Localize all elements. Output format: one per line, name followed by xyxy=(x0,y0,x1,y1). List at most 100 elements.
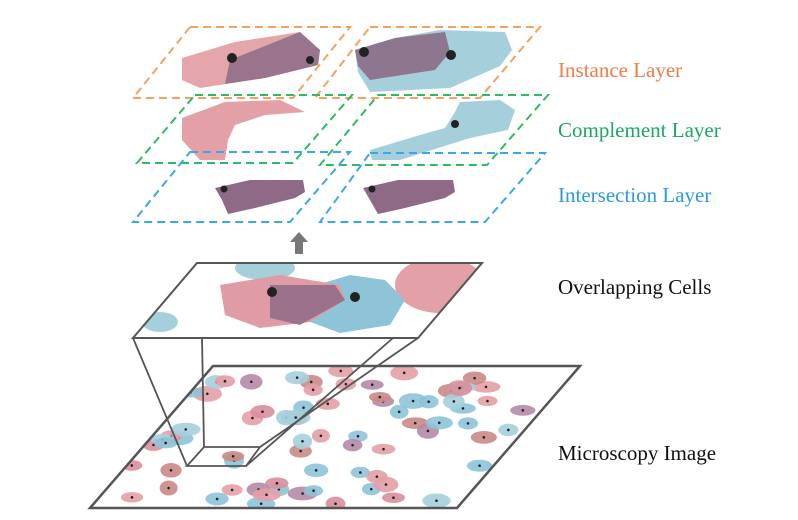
cell-nucleus xyxy=(334,502,337,506)
cell-nucleus xyxy=(215,497,219,501)
cell-nucleus xyxy=(437,421,441,425)
cell-nucleus xyxy=(402,371,406,375)
instance-layer-frame-left xyxy=(130,26,353,99)
cell-nucleus xyxy=(265,493,268,497)
cell-nucleus xyxy=(223,379,227,383)
cell-nucleus xyxy=(426,429,430,433)
cell-nucleus xyxy=(356,434,360,438)
cell-nucleus xyxy=(359,471,362,474)
cell-nucleus xyxy=(227,53,237,63)
cell-nucleus xyxy=(311,388,315,392)
cell-nucleus xyxy=(392,496,395,500)
intersection-layer-frame-left xyxy=(130,151,353,223)
cell-nucleus xyxy=(301,439,304,443)
intersection-layer-frame-right xyxy=(318,152,548,223)
cell-nucleus xyxy=(359,47,369,57)
cell-nucleus xyxy=(231,454,235,458)
complement-cell-blue xyxy=(370,100,515,160)
cell-nucleus xyxy=(306,56,314,64)
cell-nucleus xyxy=(458,386,461,390)
up-arrow-icon xyxy=(290,232,308,254)
cell-nucleus xyxy=(167,486,170,490)
complement-layer-label: Complement Layer xyxy=(558,118,721,142)
intersection-layer xyxy=(130,151,548,223)
cell-nucleus xyxy=(326,402,330,406)
cell-nucleus xyxy=(413,421,417,425)
cell-nucleus xyxy=(411,399,415,403)
cell-nucleus xyxy=(259,502,263,506)
cell-nucleus xyxy=(452,400,456,403)
cell-nucleus xyxy=(206,392,209,396)
cell-nucleus xyxy=(299,449,302,453)
instance-layer xyxy=(130,26,543,99)
complement-cell-pink xyxy=(182,100,305,160)
cell-nucleus xyxy=(152,443,155,447)
cell-nucleus xyxy=(350,292,360,302)
zoom-connector xyxy=(132,337,419,467)
cell-nucleus xyxy=(267,287,277,297)
cell-nucleus xyxy=(397,410,401,414)
cell-nucleus xyxy=(309,380,313,384)
zoom-region-box xyxy=(184,446,262,467)
cell-nucleus xyxy=(368,185,376,193)
cell-nucleus xyxy=(375,475,379,478)
cell-nucleus xyxy=(230,488,234,492)
cell-nucleus xyxy=(130,464,134,467)
cell-nucleus xyxy=(486,399,489,403)
cell-nucleus xyxy=(302,406,305,409)
cell-nucleus xyxy=(251,416,254,420)
intersection-cell-left xyxy=(215,180,305,214)
cell-nucleus xyxy=(482,436,486,439)
cell-nucleus xyxy=(473,376,476,380)
cell-nucleus xyxy=(164,441,167,445)
instance-layer-label: Instance Layer xyxy=(558,58,683,82)
cell-nucleus xyxy=(484,385,488,389)
cell-nucleus xyxy=(339,369,343,373)
intersection-layer-label: Intersection Layer xyxy=(558,183,712,207)
complement-layer-frame-left xyxy=(134,94,355,164)
cell-nucleus xyxy=(382,447,385,451)
cell-nucleus xyxy=(466,422,470,425)
cell-nucleus xyxy=(130,496,134,499)
instance-overlap-region xyxy=(225,32,320,84)
cell-nucleus xyxy=(446,50,456,60)
microscopy-cells xyxy=(120,366,536,508)
microscopy-image-plane xyxy=(87,364,583,510)
cell-nucleus xyxy=(344,382,348,386)
overlap-region xyxy=(270,285,345,325)
instance-layer-frame-right xyxy=(312,26,543,99)
cell-nucleus xyxy=(261,410,264,414)
cell-nucleus xyxy=(378,395,382,399)
cell-nucleus xyxy=(451,120,459,128)
cell-pink xyxy=(395,263,482,313)
overlapping-cells-label: Overlapping Cells xyxy=(558,275,712,299)
cell-nucleus xyxy=(427,400,430,404)
cell-nucleus xyxy=(169,469,173,472)
cell-nucleus xyxy=(370,383,374,387)
cell-nucleus xyxy=(312,489,315,493)
cell-nucleus xyxy=(461,407,465,410)
intersection-cell-right xyxy=(363,180,455,214)
cell-nucleus xyxy=(478,464,481,468)
instance-overlap-region xyxy=(355,32,450,80)
cell-nucleus xyxy=(314,469,318,472)
cell-nucleus xyxy=(435,499,438,503)
microscopy-image-label: Microscopy Image xyxy=(558,441,717,465)
cell-nucleus xyxy=(319,434,323,438)
cell-nucleus xyxy=(184,428,188,431)
cell-nucleus xyxy=(384,483,388,486)
cell-nucleus xyxy=(507,428,510,432)
cell-nucleus xyxy=(295,376,299,379)
cell-blue xyxy=(235,263,295,280)
complement-layer-frame-right xyxy=(317,94,551,166)
overlapping-cells-plane xyxy=(130,262,485,339)
cell-nucleus xyxy=(294,416,297,419)
cell-nucleus xyxy=(249,380,253,384)
cell-nucleus xyxy=(351,443,354,447)
cell-nucleus xyxy=(301,492,304,495)
cell-nucleus xyxy=(369,487,373,491)
cell-nucleus xyxy=(275,481,279,485)
microscopy-image-frame xyxy=(87,364,583,510)
